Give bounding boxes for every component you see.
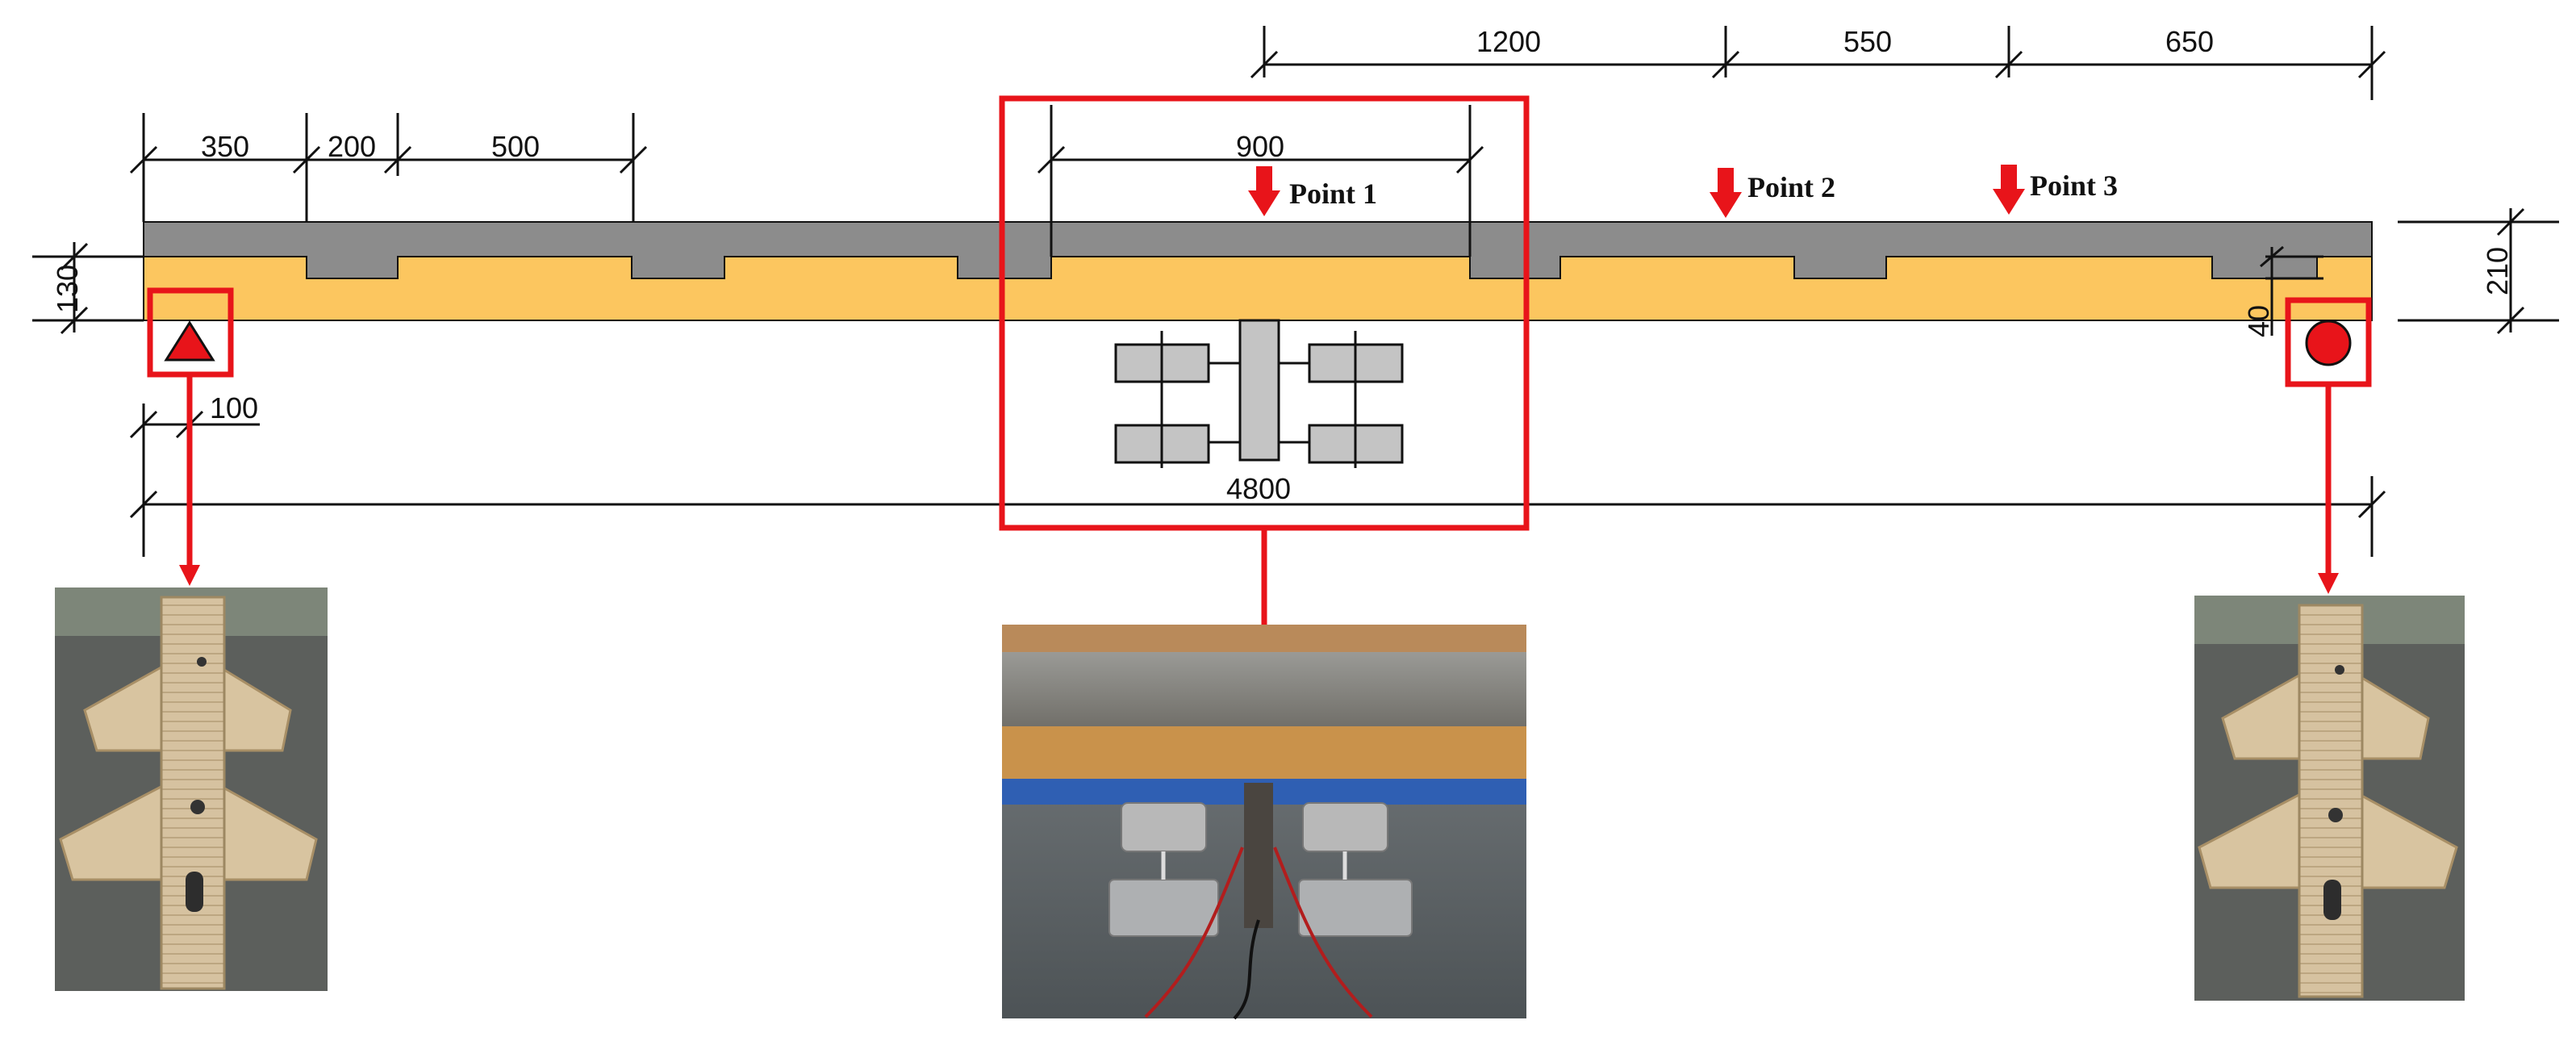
left-dimension-chain: [129, 113, 648, 222]
point-1-label: Point 1: [1289, 178, 1377, 210]
dim-210: 210: [2481, 247, 2514, 295]
right-support-photo: [2194, 596, 2465, 1001]
dim-40: 40: [2242, 305, 2275, 337]
left-support-photo: [55, 587, 328, 991]
load-point-1: Point 1: [1248, 166, 1377, 216]
mid-span-sensor-photo: [1002, 625, 1526, 1020]
load-arrow-head-icon: [1993, 189, 2025, 215]
load-arrow-icon: [1718, 168, 1734, 192]
dim-550: 550: [1843, 25, 1892, 58]
load-arrow-icon: [2001, 165, 2017, 189]
pin-support-triangle-icon: [164, 320, 215, 362]
load-arrow-head-icon: [1248, 190, 1280, 216]
point-2-label: Point 2: [1747, 171, 1835, 203]
dim-100: 100: [210, 391, 258, 424]
mid-span-sensor-device: [1114, 319, 1404, 468]
dim-1200: 1200: [1476, 25, 1541, 58]
total-depth-dimension: [2398, 207, 2559, 335]
top-dimension-chain: [1250, 26, 2386, 100]
dim-4800: 4800: [1226, 472, 1291, 505]
composite-beam: [143, 221, 2373, 321]
dim-200: 200: [328, 130, 376, 163]
dim-900: 900: [1236, 130, 1284, 163]
dim-500: 500: [491, 130, 540, 163]
point-3-label: Point 3: [2030, 169, 2118, 202]
timber-depth-dimension: [32, 242, 144, 335]
load-point-3: Point 3: [1993, 165, 2118, 215]
roller-support-circle-icon: [2305, 320, 2352, 366]
mid-dimension: [1037, 105, 1484, 257]
load-arrow-icon: [1256, 166, 1272, 190]
notch-depth-dimension: [2260, 245, 2323, 336]
span-dimension: [129, 404, 2386, 557]
dim-130: 130: [51, 265, 84, 313]
arrow-down-icon: [179, 565, 200, 586]
load-point-2: Point 2: [1710, 168, 1835, 218]
timber-layer: [143, 253, 2373, 321]
load-arrow-head-icon: [1710, 192, 1742, 218]
dim-350: 350: [201, 130, 249, 163]
arrow-down-icon: [2318, 573, 2339, 594]
dim-650: 650: [2165, 25, 2214, 58]
